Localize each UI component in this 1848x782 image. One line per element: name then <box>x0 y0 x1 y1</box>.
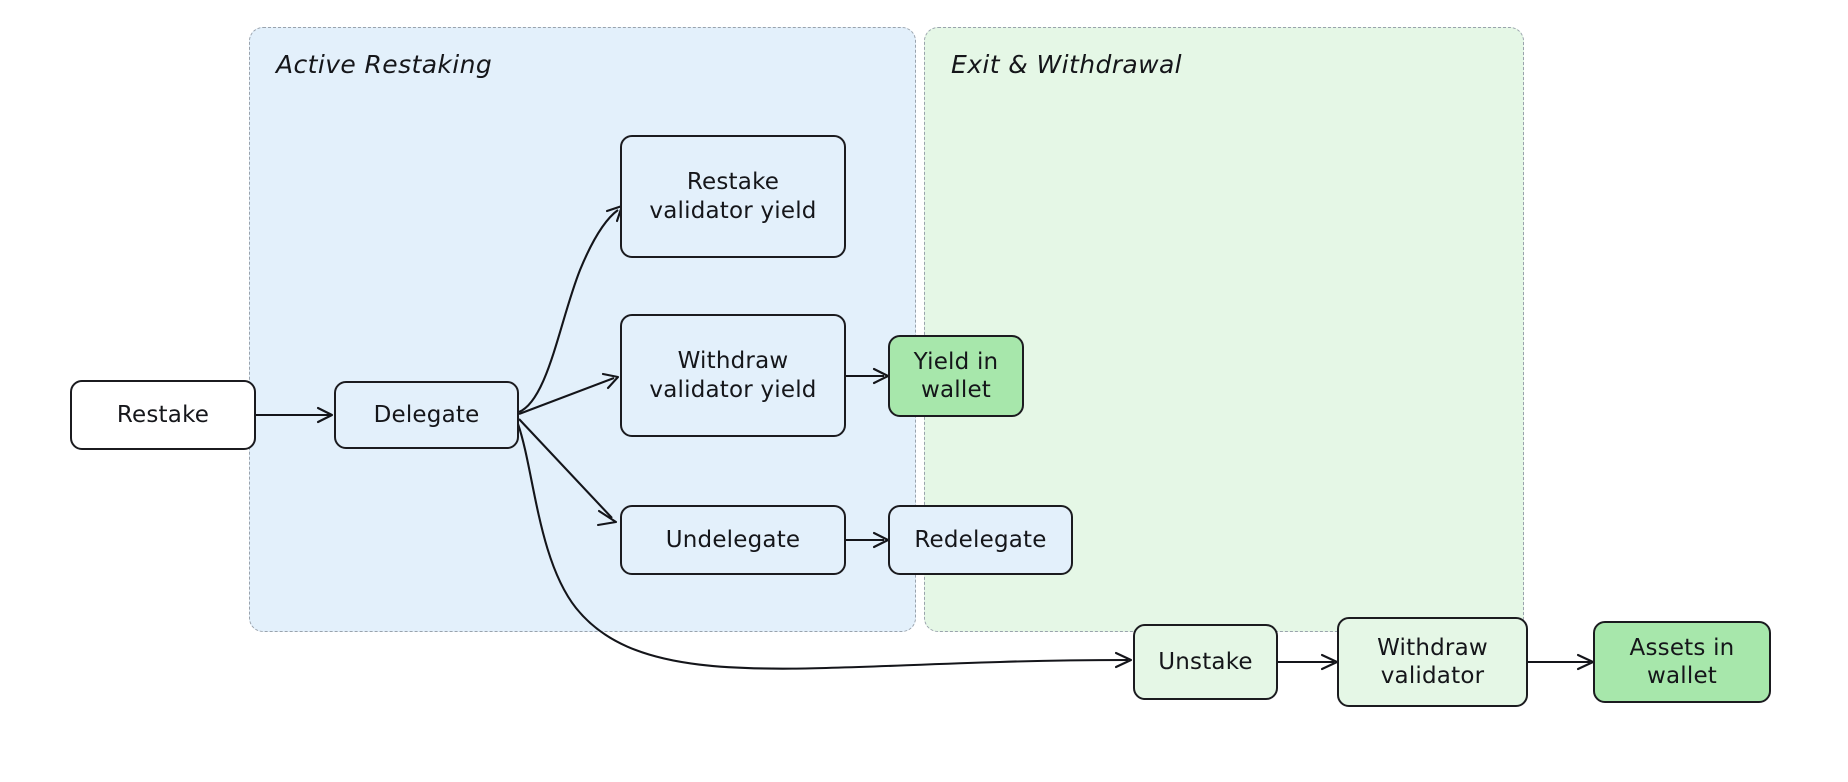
node-undelegate-label: Undelegate <box>665 526 801 553</box>
node-undelegate[interactable]: Undelegate <box>620 505 846 575</box>
node-redelegate-label: Redelegate <box>914 526 1047 553</box>
node-delegate-label: Delegate <box>373 401 480 428</box>
node-unstake[interactable]: Unstake <box>1133 624 1278 700</box>
node-delegate[interactable]: Delegate <box>334 381 519 449</box>
edge-unstake-to-withdraw-validator <box>1278 653 1339 671</box>
node-unstake-label: Unstake <box>1158 648 1253 675</box>
node-restake-label: Restake <box>116 401 210 428</box>
edge-withdraw-validator-to-assets-in-wallet <box>1528 653 1595 671</box>
node-restake[interactable]: Restake <box>70 380 256 450</box>
node-redelegate[interactable]: Redelegate <box>888 505 1073 575</box>
cluster-exit-withdrawal-label: Exit & Withdrawal <box>951 50 1183 79</box>
cluster-active-restaking-label: Active Restaking <box>276 50 493 79</box>
